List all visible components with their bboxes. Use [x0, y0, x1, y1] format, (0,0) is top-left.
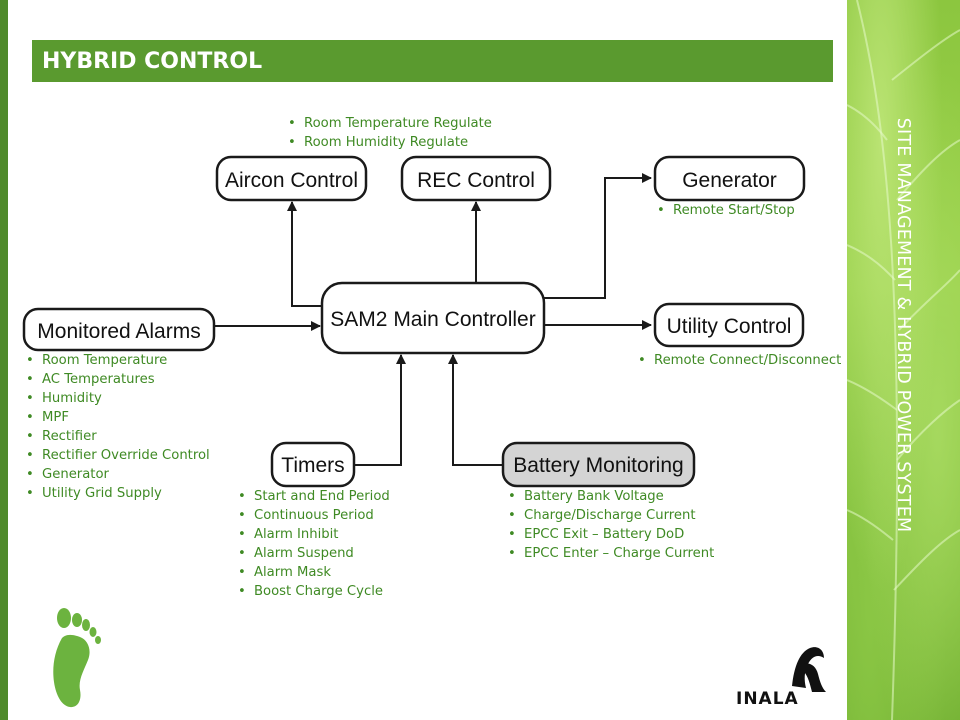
list-item: •Alarm Inhibit [238, 527, 339, 542]
list-item: •Room Humidity Regulate [288, 135, 469, 150]
connector-battery-to-main [448, 354, 503, 466]
list-item: •Room Temperature [26, 353, 168, 368]
footprint-icon [53, 608, 101, 708]
list-item: •Charge/Discharge Current [508, 508, 696, 523]
node-sam2-main-controller: SAM2 Main Controller [320, 281, 546, 355]
timers-bullet-list: •Start and End Period •Continuous Period… [238, 487, 390, 601]
node-generator-label: Generator [682, 169, 777, 192]
connector-main-to-aircon [287, 201, 322, 307]
leaf-background-panel [847, 0, 960, 720]
list-item: •EPCC Exit – Battery DoD [508, 527, 685, 542]
node-utility-label: Utility Control [667, 315, 792, 338]
logo-mark: INALA [736, 647, 826, 709]
leaf-veins [847, 0, 960, 720]
node-main-label: SAM2 Main Controller [330, 308, 535, 331]
inala-logo: INALA [734, 642, 830, 709]
utility-bullet-list: •Remote Connect/Disconnect [638, 351, 841, 370]
list-item: •Room Temperature Regulate [288, 116, 492, 131]
connector-main-to-generator [534, 173, 652, 303]
list-item: •Rectifier [26, 429, 97, 444]
page-title: HYBRID CONTROL [42, 49, 263, 74]
node-rec-label: REC Control [417, 169, 535, 192]
node-generator: Generator [653, 155, 806, 202]
left-accent-bar [0, 0, 8, 720]
alarms-bullet-list: •Room Temperature •AC Temperatures •Humi… [26, 351, 210, 503]
list-item: •Rectifier Override Control [26, 448, 210, 463]
logo-text: INALA [736, 689, 799, 708]
list-item: •Boost Charge Cycle [238, 584, 383, 599]
connector-timers-to-main [354, 354, 406, 466]
node-alarms-label: Monitored Alarms [37, 320, 200, 343]
list-item: •Continuous Period [238, 508, 374, 523]
header-bar: HYBRID CONTROL [32, 40, 833, 82]
list-item: •Battery Bank Voltage [508, 489, 664, 504]
node-utility-control: Utility Control [653, 302, 805, 348]
list-item: •MPF [26, 410, 69, 425]
list-item: •Humidity [26, 391, 102, 406]
list-item: •Remote Connect/Disconnect [638, 353, 842, 368]
node-timers: Timers [270, 441, 356, 488]
list-item: •Utility Grid Supply [26, 486, 162, 501]
list-item: •Alarm Suspend [238, 546, 354, 561]
generator-bullet-list: •Remote Start/Stop [657, 201, 795, 220]
battery-bullet-list: •Battery Bank Voltage •Charge/Discharge … [508, 487, 714, 563]
list-item: •Alarm Mask [238, 565, 331, 580]
list-item: •AC Temperatures [26, 372, 155, 387]
aircon-bullet-list: •Room Temperature Regulate •Room Humidit… [288, 114, 492, 152]
node-timers-label: Timers [281, 454, 344, 477]
list-item: •Start and End Period [238, 489, 390, 504]
node-aircon-label: Aircon Control [225, 169, 358, 192]
node-battery-monitoring: Battery Monitoring [501, 441, 696, 488]
list-item: •Remote Start/Stop [657, 203, 795, 218]
list-item: •Generator [26, 467, 109, 482]
list-item: •EPCC Enter – Charge Current [508, 546, 715, 561]
node-aircon-control: Aircon Control [215, 155, 368, 202]
node-rec-control: REC Control [400, 155, 552, 202]
node-monitored-alarms: Monitored Alarms [22, 307, 216, 352]
node-battery-label: Battery Monitoring [513, 454, 683, 477]
